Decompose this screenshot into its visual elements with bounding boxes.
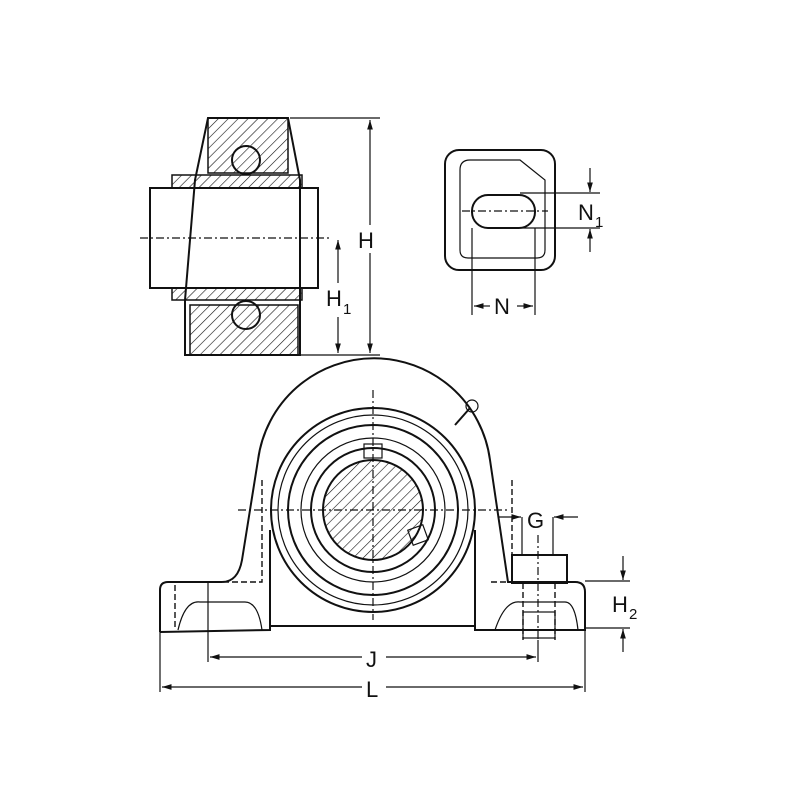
dim-label-H: H [358,228,374,253]
grease-fitting [454,399,479,426]
side-section-view: H H 1 [140,117,381,356]
dim-label-J: J [366,647,377,672]
dim-label-G: G [527,508,544,533]
dim-label-H1-sub: 1 [343,301,351,318]
slot-detail-view: N 1 N [444,149,603,319]
dim-label-H2-sub: 2 [629,606,637,623]
dim-label-N: N [494,294,510,319]
dim-label-N1-sub: 1 [595,214,603,231]
dim-label-L: L [366,677,378,702]
dim-label-N1: N [578,200,594,225]
dim-label-H2: H [612,592,628,617]
front-view: G H 2 J L [159,357,637,702]
dim-label-H1: H [326,286,342,311]
